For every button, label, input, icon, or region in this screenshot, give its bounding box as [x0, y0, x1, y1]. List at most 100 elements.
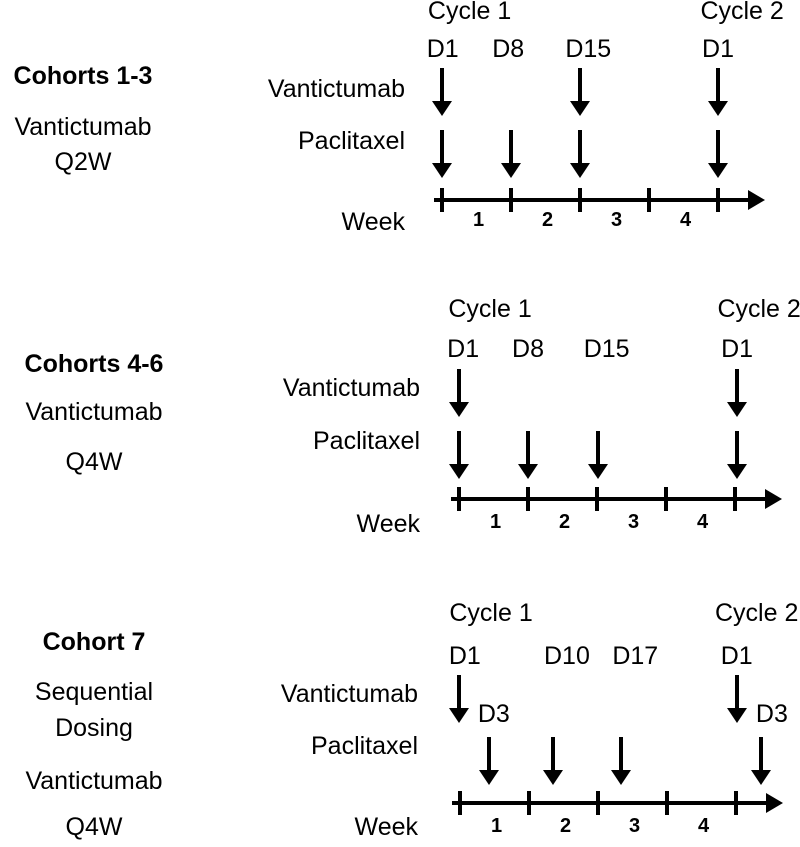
dose-arrow-shaft — [551, 737, 556, 772]
day-label: D17 — [612, 642, 659, 670]
week-axis-label: Week — [356, 510, 420, 538]
drug-row-label: Vantictumab — [280, 680, 418, 708]
week-number: 1 — [489, 511, 502, 533]
dose-arrow-icon — [587, 431, 608, 479]
dose-arrow-head — [543, 770, 564, 785]
cycle-label: Cycle 1 — [448, 295, 532, 323]
week-number: 3 — [628, 815, 641, 837]
week-number: 3 — [610, 209, 623, 231]
dose-arrow-head — [501, 163, 521, 178]
week-number: 4 — [679, 209, 692, 231]
week-axis-line — [452, 801, 769, 805]
day-label: D1 — [426, 35, 459, 63]
cohort-label: Cohorts 4-6 — [24, 350, 164, 378]
week-axis-tick — [458, 791, 462, 815]
dose-arrow-shaft — [734, 675, 739, 710]
week-axis-tick — [664, 487, 668, 511]
dose-arrow-shaft — [526, 431, 530, 466]
dose-arrow-head — [432, 163, 452, 178]
dose-arrow-icon — [610, 737, 631, 785]
dose-arrow-icon — [543, 737, 564, 785]
dose-arrow-head — [727, 464, 748, 479]
week-axis-tick — [527, 791, 531, 815]
dose-arrow-shaft — [716, 68, 720, 103]
dose-arrow-head — [587, 464, 608, 479]
week-number: 2 — [541, 209, 554, 231]
cohort-label: Vantictumab — [25, 767, 163, 795]
cohort-label: Q4W — [65, 813, 123, 841]
day-label: D8 — [492, 35, 525, 63]
cohort-label: Sequential — [34, 678, 154, 706]
dose-arrow-head — [449, 402, 469, 417]
week-axis-tick — [578, 188, 582, 212]
dose-arrow-head — [726, 708, 747, 723]
dose-arrow-head — [750, 770, 771, 785]
drug-row-label: Vantictumab — [282, 374, 420, 402]
week-axis-label: Week — [354, 813, 418, 841]
dose-arrow-head — [570, 163, 590, 178]
drug-row-label: Vantictumab — [267, 75, 405, 103]
dose-arrow-icon — [501, 130, 521, 178]
week-axis-tick — [733, 487, 737, 511]
week-axis-tick — [665, 791, 669, 815]
dose-arrow-head — [478, 770, 499, 785]
cohort-label: Cohorts 1-3 — [13, 62, 153, 90]
cycle-label: Cycle 1 — [427, 0, 512, 25]
cohort-label: Q2W — [54, 148, 112, 176]
dose-arrow-head — [610, 770, 631, 785]
dose-arrow-shaft — [457, 431, 461, 466]
dose-arrow-icon — [518, 431, 538, 479]
drug-row-label: Paclitaxel — [311, 732, 418, 760]
dose-arrow-icon — [570, 130, 590, 178]
dose-arrow-head — [432, 101, 452, 116]
dose-arrow-head — [570, 101, 590, 116]
dose-arrow-shaft — [457, 675, 462, 710]
week-number: 1 — [472, 209, 485, 231]
dose-arrow-icon — [570, 68, 590, 116]
day-label: D1 — [448, 642, 481, 670]
week-axis-tick — [457, 487, 461, 511]
week-number: 1 — [490, 815, 503, 837]
dose-arrow-icon — [432, 130, 452, 178]
day-label: D15 — [583, 335, 630, 363]
week-axis-tick — [734, 791, 738, 815]
dose-arrow-shaft — [440, 68, 444, 103]
cohort-label: Vantictumab — [14, 113, 152, 141]
cycle-label: Cycle 1 — [449, 599, 533, 627]
dose-arrow-shaft — [758, 737, 763, 772]
dose-arrow-shaft — [735, 369, 740, 404]
week-number: 4 — [696, 511, 709, 533]
axis-arrowhead-icon — [765, 489, 783, 509]
dose-arrow-icon — [727, 369, 748, 417]
dose-arrow-shaft — [509, 130, 513, 165]
week-axis-tick — [526, 487, 530, 511]
cohort-label: Cohort 7 — [42, 628, 146, 656]
day-label: D10 — [544, 642, 590, 670]
cycle-label: Cycle 2 — [717, 295, 800, 323]
dose-arrow-icon — [478, 737, 499, 785]
week-number: 2 — [559, 815, 572, 837]
dose-arrow-icon — [726, 675, 747, 723]
cycle-label: Cycle 2 — [700, 0, 784, 25]
inline-day-label: D3 — [755, 700, 788, 728]
dose-arrow-shaft — [486, 737, 491, 772]
cohort-label: Dosing — [55, 714, 133, 742]
week-axis-line — [434, 198, 751, 202]
dose-arrow-icon — [727, 431, 748, 479]
dose-arrow-icon — [432, 68, 452, 116]
week-number: 3 — [627, 511, 640, 533]
inline-day-label: D3 — [477, 700, 510, 728]
dose-arrow-icon — [708, 68, 728, 116]
dose-arrow-icon — [708, 130, 728, 178]
dose-arrow-shaft — [735, 431, 740, 466]
dose-arrow-icon — [449, 675, 470, 723]
dose-arrow-head — [449, 464, 469, 479]
cohort-label: Vantictumab — [25, 398, 163, 426]
week-number: 4 — [697, 815, 710, 837]
dose-arrow-shaft — [578, 130, 582, 165]
dose-arrow-shaft — [457, 369, 461, 404]
day-label: D1 — [721, 335, 754, 363]
day-label: D1 — [702, 35, 734, 63]
